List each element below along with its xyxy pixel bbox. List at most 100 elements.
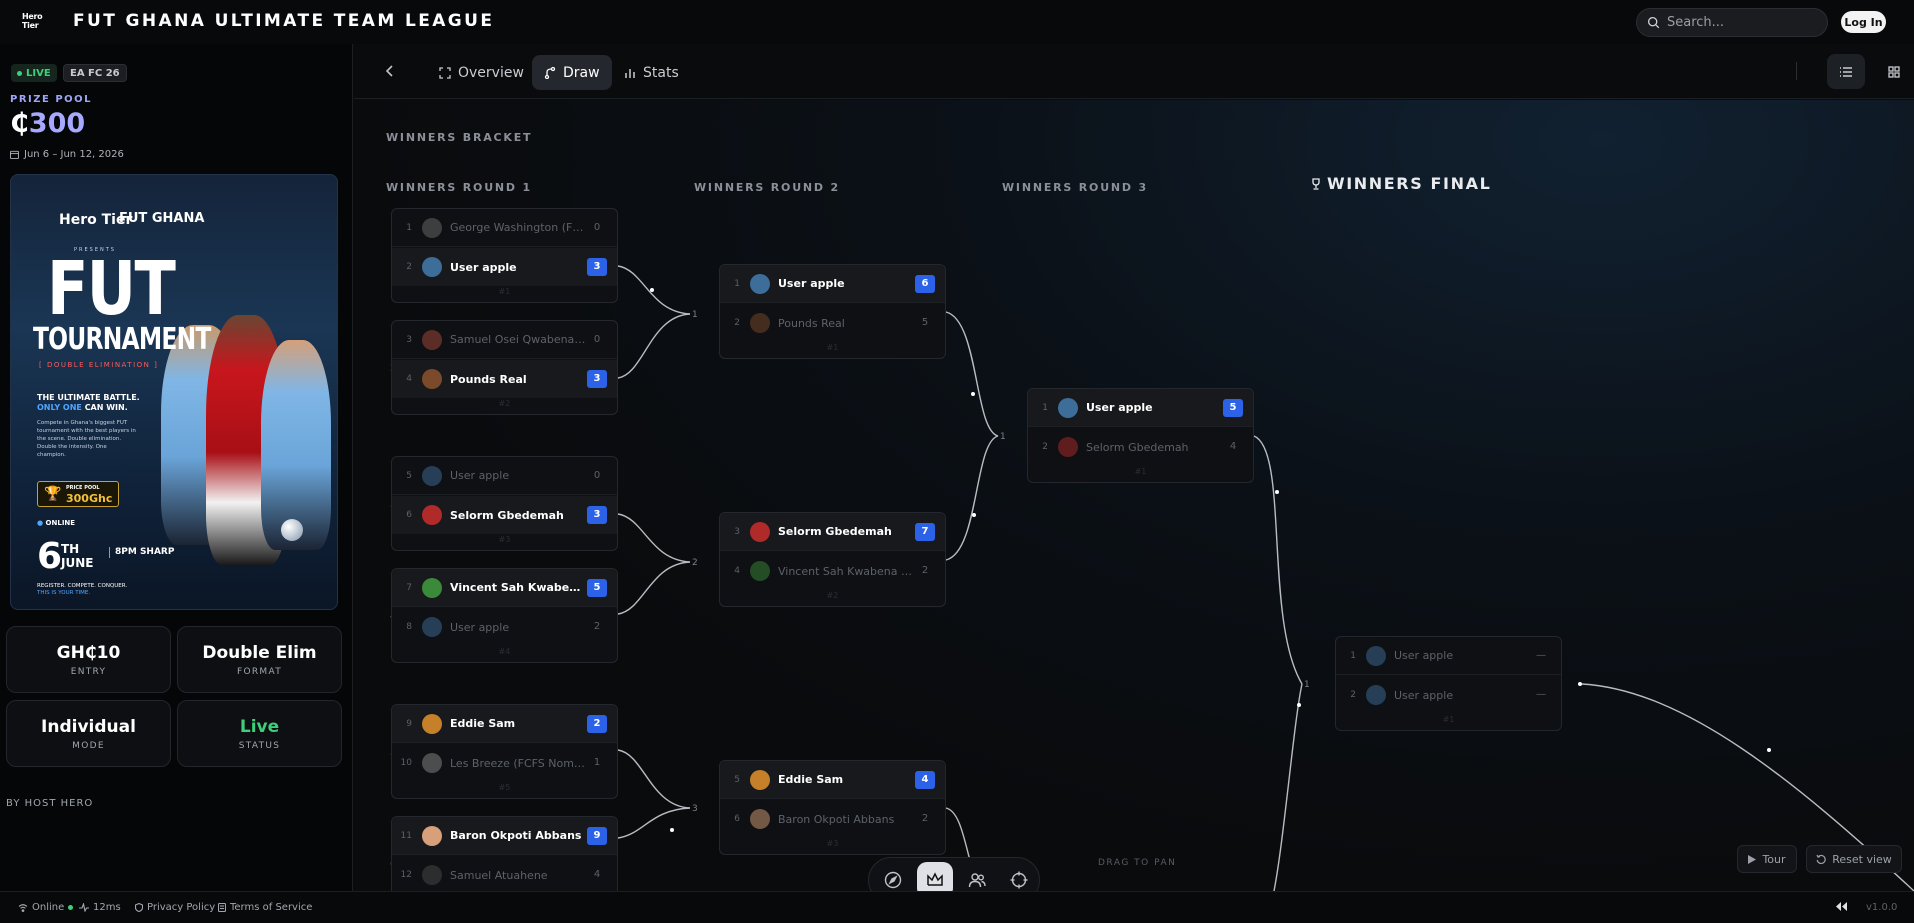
player-name: Vincent Sah Kwabena (FCFS) — [778, 564, 916, 578]
explore-button[interactable] — [875, 862, 911, 891]
terms-label: Terms of Service — [230, 902, 313, 913]
tour-button[interactable]: Tour — [1737, 845, 1797, 873]
prize-amount: 300 — [28, 108, 86, 139]
player-score: 5 — [1223, 398, 1243, 417]
hero-tier-logo[interactable]: Hero Tier — [22, 12, 43, 30]
tab-stats[interactable]: Stats — [612, 55, 691, 90]
bracket-dock — [868, 857, 1040, 891]
player-name: Pounds Real — [778, 316, 845, 330]
search-input[interactable] — [1667, 15, 1817, 30]
connector-lower — [1273, 683, 1303, 891]
login-button[interactable]: Log In — [1841, 11, 1886, 33]
compass-icon — [884, 871, 902, 889]
connector-r1m1 — [617, 265, 691, 315]
seed-number: 6 — [406, 510, 412, 520]
winners-final-title: WINNERS FINAL — [1310, 174, 1491, 193]
player-score: 1 — [593, 757, 601, 768]
bracket-view-button[interactable] — [917, 862, 953, 891]
player-score: 5 — [921, 317, 929, 328]
connector-dot — [1297, 703, 1301, 707]
player-avatar — [422, 577, 442, 598]
focus-button[interactable] — [1001, 862, 1037, 891]
trophy-icon: 🏆 — [44, 486, 62, 502]
player-score: 3 — [587, 370, 607, 388]
player-avatar — [422, 329, 442, 350]
seed-number: 10 — [400, 758, 412, 768]
participants-button[interactable] — [959, 862, 995, 891]
user-icon: ● — [37, 519, 44, 527]
seed-number: 9 — [406, 718, 412, 729]
player-name: User apple — [1394, 649, 1454, 662]
terms-link[interactable]: Terms of Service — [218, 902, 312, 913]
privacy-policy-link[interactable]: Privacy Policy — [135, 902, 215, 913]
reset-view-button[interactable]: Reset view — [1806, 845, 1902, 873]
list-view-button[interactable] — [1827, 54, 1865, 89]
tab-draw[interactable]: Draw — [532, 55, 612, 90]
tab-overview[interactable]: Overview — [427, 55, 536, 90]
seed-number: 1 — [734, 278, 740, 289]
match-footer: #3 — [826, 839, 839, 848]
player-avatar — [422, 257, 442, 277]
connector-dot — [1578, 682, 1582, 686]
player-score: 0 — [593, 333, 601, 345]
version-label: v1.0.0 — [1866, 902, 1898, 913]
users-icon — [968, 873, 986, 888]
poster-tagline: THE ULTIMATE BATTLE.ONLY ONE CAN WIN. — [37, 393, 140, 413]
list-icon — [1840, 66, 1852, 77]
collapse-button[interactable] — [1836, 902, 1852, 911]
player-name: User apple — [450, 469, 510, 482]
drag-to-pan-hint: DRAG TO PAN — [1098, 858, 1177, 868]
player-score: 3 — [587, 258, 607, 276]
seed-number: 3 — [406, 334, 412, 345]
grid-view-button[interactable] — [1875, 54, 1913, 89]
back-button[interactable] — [380, 61, 400, 81]
seed-number: 3 — [734, 526, 740, 537]
reset-view-label: Reset view — [1832, 852, 1892, 866]
search-box[interactable] — [1636, 8, 1828, 37]
collapse-icon — [1836, 902, 1847, 911]
player-name: Selorm Gbedemah — [450, 508, 564, 522]
bracket-canvas[interactable]: 1 2 3 1 1 WINNERS BRACKET WINNERS ROUND … — [354, 100, 1914, 891]
player-avatar — [422, 217, 442, 238]
player-avatar — [750, 561, 770, 581]
poster-pool-value: 300Ghc — [66, 492, 113, 505]
player-avatar — [1058, 397, 1078, 418]
player-score: 2 — [921, 565, 929, 576]
match-footer: #4 — [498, 647, 511, 656]
